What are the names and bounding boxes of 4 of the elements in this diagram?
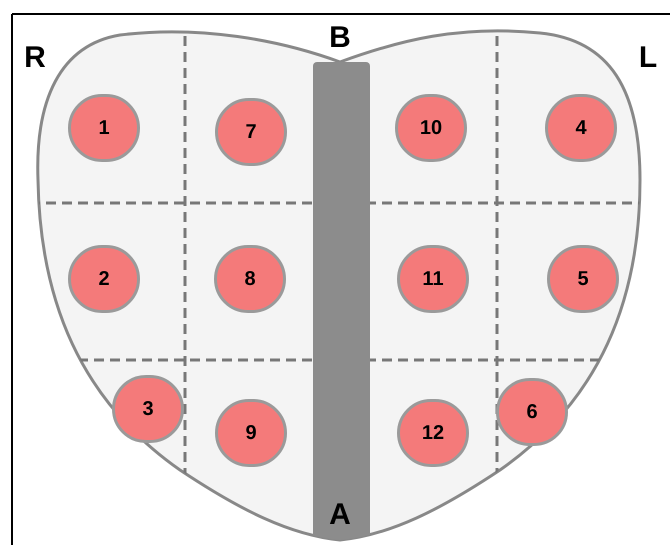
orientation-label: B — [329, 23, 351, 53]
orientation-label: A — [329, 500, 351, 530]
orientation-label: R — [24, 43, 46, 73]
orientation-label: L — [638, 43, 658, 73]
